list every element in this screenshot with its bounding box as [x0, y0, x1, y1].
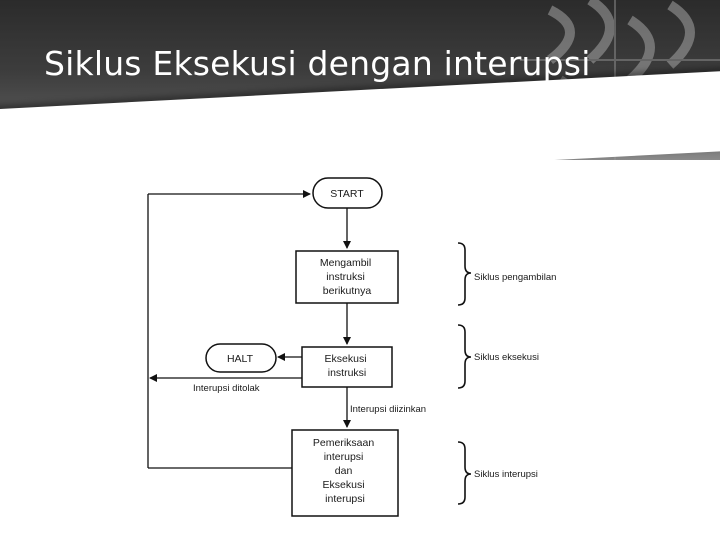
halt-label: HALT — [227, 353, 254, 365]
edge-label-denied: Interupsi ditolak — [193, 383, 260, 394]
brace-label-interrupt: Siklus interupsi — [474, 469, 538, 480]
brace-label-fetch: Siklus pengambilan — [474, 272, 556, 283]
svg-text:Mengambil instruksi be: Mengambil instruksi berikutnya — [320, 257, 374, 297]
fetch-line-3: berikutnya — [323, 285, 372, 297]
start-label: START — [330, 188, 364, 200]
execute-line-1: Eksekusi — [325, 353, 367, 365]
interrupt-line-2: interupsi — [324, 451, 364, 463]
brace-label-execute: Siklus eksekusi — [474, 352, 539, 363]
edge-label-allowed: Interupsi diizinkan — [350, 404, 426, 415]
brace-interrupt-cycle — [458, 442, 471, 504]
interrupt-line-1: Pemeriksaan — [313, 437, 374, 449]
fetch-line-2: instruksi — [326, 271, 365, 283]
interrupt-line-3: dan — [335, 465, 353, 477]
fetch-line-1: Mengambil — [320, 257, 371, 269]
execute-line-2: instruksi — [328, 367, 367, 379]
interrupt-line-5: interupsi — [325, 493, 365, 505]
brace-execute-cycle — [458, 325, 471, 388]
interrupt-line-4: Eksekusi — [323, 479, 365, 491]
brace-fetch-cycle — [458, 243, 471, 305]
